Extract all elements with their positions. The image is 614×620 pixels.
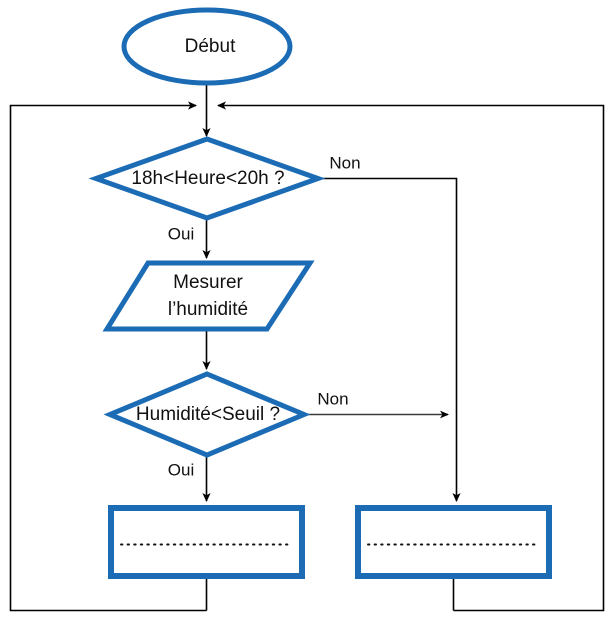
loop-back-left-rail [9,101,207,612]
edge-label-decision-hour-yes: Oui [168,224,194,243]
node-decision-hour[interactable]: 18h<Heure<20h ? [88,136,326,221]
measure-humidity-label-line1: Mesurer [173,272,243,293]
node-action-right[interactable] [355,505,552,579]
action-right-rect [355,505,552,579]
loop-back-right-rail [217,101,605,612]
edge-label-decision-humidity-no: Non [317,389,348,408]
start-label: Début [185,36,236,57]
measure-humidity-label-line2: l’humidité [168,299,248,320]
node-decision-humidity[interactable]: Humidité<Seuil ? [103,371,311,458]
decision-humidity-diamond [103,371,311,458]
decision-humidity-label: Humidité<Seuil ? [136,404,280,425]
node-action-left[interactable] [108,505,305,579]
node-start[interactable]: Début [121,7,293,86]
edge-label-decision-humidity-yes: Oui [168,460,194,479]
edge-decision-hour-no [320,177,461,502]
start-ellipse [121,7,293,86]
measure-humidity-parallelogram [102,260,315,332]
action-left-rect [108,505,305,579]
edge-label-decision-hour-no: Non [329,153,360,172]
loop-back-rails [9,101,605,612]
decision-hour-label: 18h<Heure<20h ? [131,168,284,189]
node-measure-humidity[interactable]: Mesurer l’humidité [102,260,315,332]
decision-hour-diamond [88,136,326,221]
